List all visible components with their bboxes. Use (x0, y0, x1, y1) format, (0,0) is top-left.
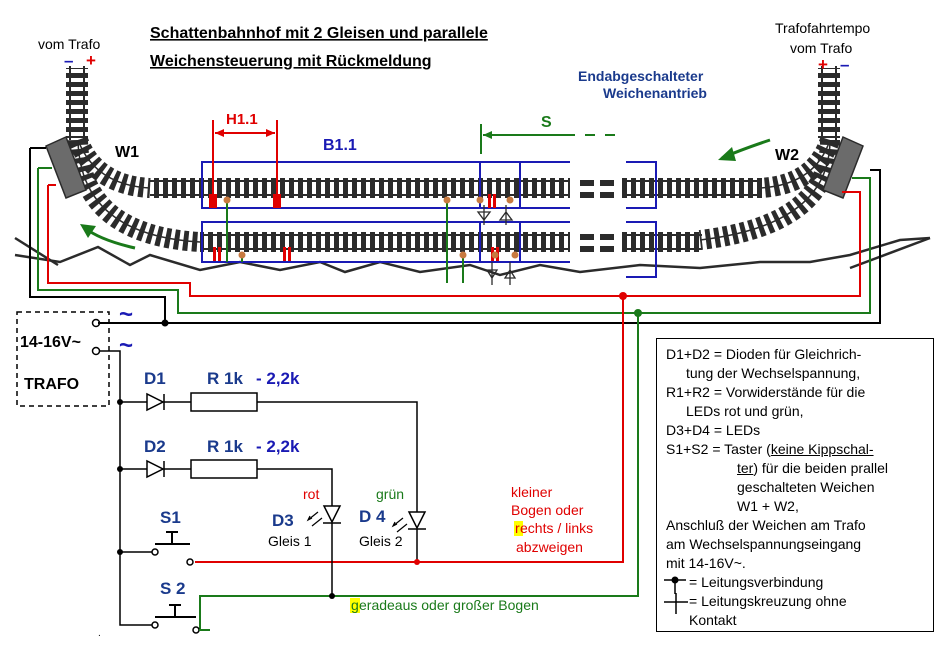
legend-line: D1+D2 = Dioden für Gleichrich- (666, 346, 862, 362)
wire-green-track (37, 168, 871, 314)
track-right-lead (818, 68, 840, 138)
turnout-motor-w1 (45, 135, 87, 199)
legend-line: S1+S2 = Taster (keine Kippschal- (666, 440, 925, 459)
legend-text: S1+S2 = Taster ( (666, 441, 771, 457)
legend-line: R1+R2 = Vorwiderstände für die (666, 384, 866, 400)
track-left-lead (66, 68, 88, 138)
wire-red-track (47, 185, 861, 297)
turnout-motor-w2 (822, 135, 864, 199)
label-endabgeschaltet-2: Weichenantrieb (603, 85, 707, 101)
label-d3: D3 (272, 511, 294, 530)
label-geradeaus-hl: g (351, 597, 359, 613)
label-r1: R 1k (207, 369, 243, 388)
label-b11: B1.1 (323, 137, 357, 154)
legend-text-underlined: ter (737, 460, 754, 476)
track-upper (150, 178, 570, 198)
label-rot: rot (303, 486, 319, 502)
led-d3 (322, 505, 342, 524)
label-voltage: 14-16V~ (20, 334, 81, 351)
legend-line: tung der Wechselspannung, (686, 365, 861, 381)
title-line2: Weichensteuerung mit Rückmeldung (150, 53, 432, 70)
legend-line: D3+D4 = LEDs (666, 422, 761, 438)
label-kleiner-1: kleiner (511, 484, 553, 500)
diode-d2 (146, 459, 165, 479)
label-tilde-2: ~ (119, 332, 133, 359)
label-kleiner-3: echts / links (520, 520, 593, 536)
legend-line: Kontakt (689, 612, 737, 628)
label-gleis2: Gleis 2 (359, 533, 403, 549)
legend-box: D1+D2 = Dioden für Gleichrich- tung der … (656, 338, 934, 632)
legend-line: ter) für die beiden prallel (666, 459, 925, 478)
legend-text-underlined: keine Kippschal- (770, 441, 874, 457)
label-vom-trafo-right: vom Trafo (790, 40, 852, 56)
wire-green-switch (199, 313, 639, 630)
label-gruen: grün (376, 486, 404, 502)
label-kleiner-3-hl: r (515, 520, 520, 536)
track-curve-left-upper (68, 136, 151, 198)
resistor-r1 (190, 392, 258, 412)
label-minus-left: – (64, 51, 73, 70)
label-kleiner-4: abzweigen (516, 539, 583, 555)
h11-marker (212, 120, 278, 208)
label-s: S (541, 114, 552, 131)
led-d4 (407, 511, 427, 530)
label-endabgeschaltet-1: Endabgeschalteter (578, 68, 704, 84)
legend-line: Anschluß der Weichen am Trafo (666, 517, 866, 533)
s-marker (480, 124, 615, 154)
label-d1: D1 (144, 369, 166, 388)
label-r2: R 1k (207, 437, 243, 456)
label-d2: D2 (144, 437, 166, 456)
legend-line: = Leitungsverbindung (689, 574, 824, 590)
block-boxes (201, 161, 657, 278)
legend-line: am Wechselspannungseingang (666, 536, 862, 552)
label-r1-alt: - 2,2k (256, 369, 300, 388)
svg-text:.: . (98, 628, 101, 639)
label-trafofahrtempo: Trafofahrtempo (775, 20, 870, 36)
label-d4: D 4 (359, 507, 386, 526)
label-gleis1: Gleis 1 (268, 533, 312, 549)
label-plus-right: + (818, 55, 828, 74)
label-plus-left: + (86, 51, 96, 70)
track-lower (200, 232, 570, 252)
resistor-r2 (190, 459, 258, 479)
label-geradeaus: eradeaus oder großer Bogen (359, 597, 539, 613)
label-kleiner-2: Bogen oder (511, 502, 584, 518)
label-tilde-1: ~ (119, 301, 133, 328)
label-w1: W1 (115, 144, 139, 161)
legend-line: LEDs rot und grün, (686, 403, 804, 419)
label-s2: S 2 (160, 579, 186, 598)
legend-symbols (664, 576, 688, 614)
legend-line: geschalteten Weichen (737, 479, 875, 495)
diode-d1 (146, 392, 165, 412)
legend-text: ) für die beiden prallel (753, 460, 888, 476)
label-minus-right: – (840, 55, 849, 74)
title-line1: Schattenbahnhof mit 2 Gleisen und parall… (150, 25, 488, 42)
label-trafo: TRAFO (24, 376, 79, 393)
ground-line (14, 236, 931, 277)
label-r2-alt: - 2,2k (256, 437, 300, 456)
wire-red-switch (195, 296, 624, 563)
legend-line: = Leitungskreuzung ohne (689, 593, 847, 609)
track-feeders (223, 196, 519, 285)
label-vom-trafo-left: vom Trafo (38, 36, 100, 52)
legend-line: mit 14-16V~. (666, 555, 746, 571)
label-w2: W2 (775, 147, 799, 164)
legend-line: W1 + W2, (737, 498, 799, 514)
label-s1: S1 (160, 508, 181, 527)
track-layout (14, 66, 931, 277)
trafo-box (16, 311, 110, 407)
label-h11: H1.1 (226, 111, 258, 128)
